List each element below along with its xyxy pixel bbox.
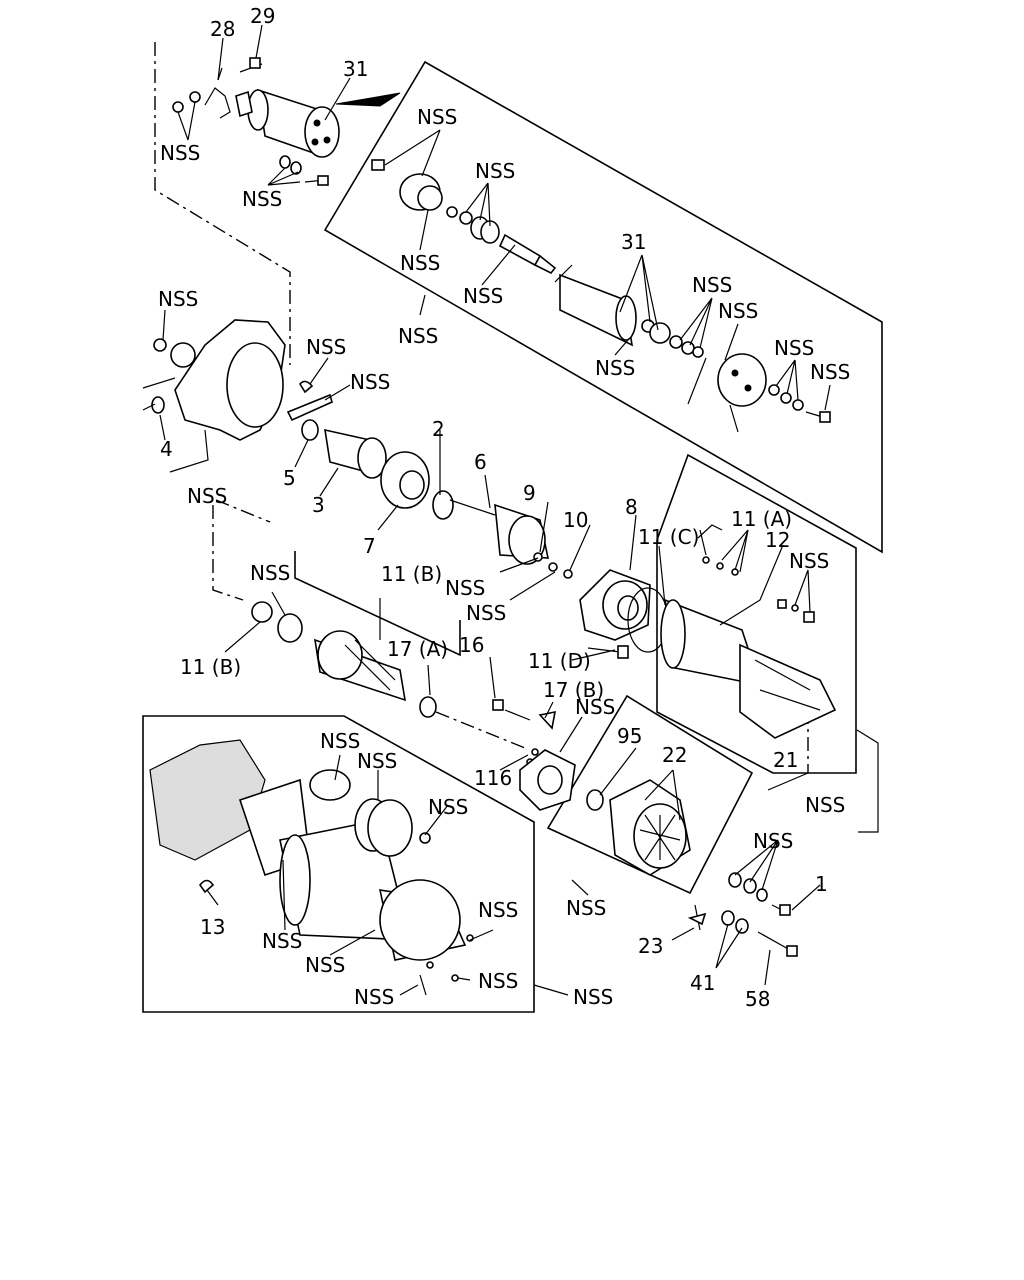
callout-16: 11 (B) (381, 562, 442, 586)
callout-nss: NSS (242, 187, 282, 211)
solenoid-internals (371, 159, 831, 423)
callout-11a: 10 (563, 508, 588, 532)
callout-nss: 31 (621, 230, 646, 254)
callout-11d: 11 (B) (180, 655, 241, 679)
callout-nss: 16 (459, 633, 484, 657)
starter-assembly-part-1 (149, 739, 474, 996)
armature-part-16 (251, 601, 437, 718)
callout-5: NSS (350, 370, 390, 394)
callout-nss: NSS (692, 273, 732, 297)
callout-116: 11 (D) (528, 649, 591, 673)
yoke-part-13 (660, 524, 837, 739)
callout-17b: 17 (A) (387, 637, 448, 661)
callout-8: 7 (363, 534, 376, 558)
callout-nss: NSS (753, 829, 793, 853)
callout-nss: 41 (690, 971, 715, 995)
callout-11b: NSS (445, 576, 485, 600)
callout-nss: 21 (773, 748, 798, 772)
callout-nss: NSS (810, 360, 850, 384)
cover-part-23 (586, 779, 707, 931)
callout-11b: NSS (466, 601, 506, 625)
callout-23: NSS (566, 896, 606, 920)
callout-21: 116 (474, 766, 512, 790)
callout-nss: NSS (400, 251, 440, 275)
callout-nss: NSS (478, 898, 518, 922)
callout-31: NSS (398, 324, 438, 348)
callout-nss: NSS (789, 549, 829, 573)
fasteners-41-27 (721, 872, 798, 957)
end-frame-part-12 (579, 569, 669, 653)
callout-nss: NSS (262, 929, 302, 953)
leader-lines (159, 24, 831, 996)
callout-28: 28 (210, 17, 235, 41)
callout-nss: NSS (354, 985, 394, 1009)
drive-parts (301, 419, 573, 579)
callout-58: 23 (638, 934, 663, 958)
callout-29: 29 (250, 4, 275, 28)
callout-nss: NSS (718, 299, 758, 323)
callout-6: 5 (283, 466, 296, 490)
callout-nss: NSS (357, 749, 397, 773)
callout-labels: 29 28 31 NSS NSS NSS NSS NSS NSS NSS 31 … (158, 4, 850, 1011)
callout-nss: NSS (305, 953, 345, 977)
callout-nss: 11 (C) (638, 525, 699, 549)
callout-13: NSS (805, 793, 845, 817)
callout-1: NSS (573, 985, 613, 1009)
callout-12: 8 (625, 495, 638, 519)
callout-11c: 9 (523, 481, 536, 505)
callout-7: 3 (312, 493, 325, 517)
callout-9: 2 (432, 417, 445, 441)
callout-41: 1 (815, 872, 828, 896)
callout-nss: NSS (306, 335, 346, 359)
callout-nss: NSS (463, 284, 503, 308)
callout-nss: 22 (662, 743, 687, 767)
callout-nss: NSS (595, 356, 635, 380)
callout-nss: 95 (617, 724, 642, 748)
callout-17a: NSS (250, 561, 290, 585)
drive-housing-part-2 (142, 319, 333, 441)
callout-nss: 11 (A) (731, 507, 792, 531)
callout-nss: 13 (200, 915, 225, 939)
brush-holder-parts (492, 645, 629, 811)
callout-nss: NSS (428, 795, 468, 819)
callout-nss: NSS (160, 141, 200, 165)
callout-3: 4 (160, 437, 173, 461)
callout-31: 31 (343, 57, 368, 81)
callout-22: NSS (575, 695, 615, 719)
callout-nss: NSS (478, 969, 518, 993)
callout-4: NSS (158, 287, 198, 311)
callout-95: 17 (B) (543, 678, 604, 702)
solenoid-part-31 (172, 57, 401, 186)
callout-nss: NSS (475, 159, 515, 183)
callout-10: 6 (474, 450, 487, 474)
callout-nss: 12 (765, 528, 790, 552)
callout-2: NSS (187, 484, 227, 508)
callout-nss: NSS (774, 336, 814, 360)
callout-27: 58 (745, 987, 770, 1011)
callout-nss: NSS (417, 105, 457, 129)
callout-nss: NSS (320, 729, 360, 753)
